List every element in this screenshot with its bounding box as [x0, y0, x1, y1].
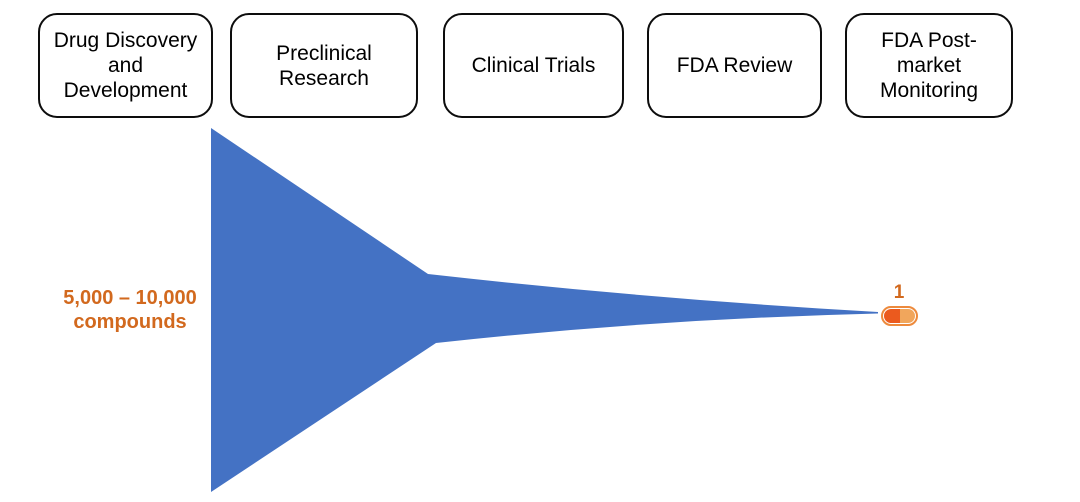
stage-box-fda-review: FDA Review — [647, 13, 822, 118]
pill-left-half — [884, 309, 900, 323]
compounds-range-value: 5,000 – 10,000 — [63, 287, 197, 309]
compounds-range-label: 5,000 – 10,000 compounds — [30, 286, 230, 334]
output-count-label: 1 — [893, 282, 905, 303]
stage-box-fda-post-market-monitoring: FDA Post- market Monitoring — [845, 13, 1013, 118]
pill-body — [884, 309, 915, 323]
compounds-range-unit: compounds — [73, 311, 187, 333]
stage-box-clinical-trials: Clinical Trials — [443, 13, 624, 118]
pill-icon — [881, 306, 918, 326]
stage-box-preclinical-research: Preclinical Research — [230, 13, 418, 118]
funnel-path — [211, 128, 878, 492]
pill-right-half — [899, 309, 915, 323]
stage-box-drug-discovery-and-development: Drug Discovery and Development — [38, 13, 213, 118]
